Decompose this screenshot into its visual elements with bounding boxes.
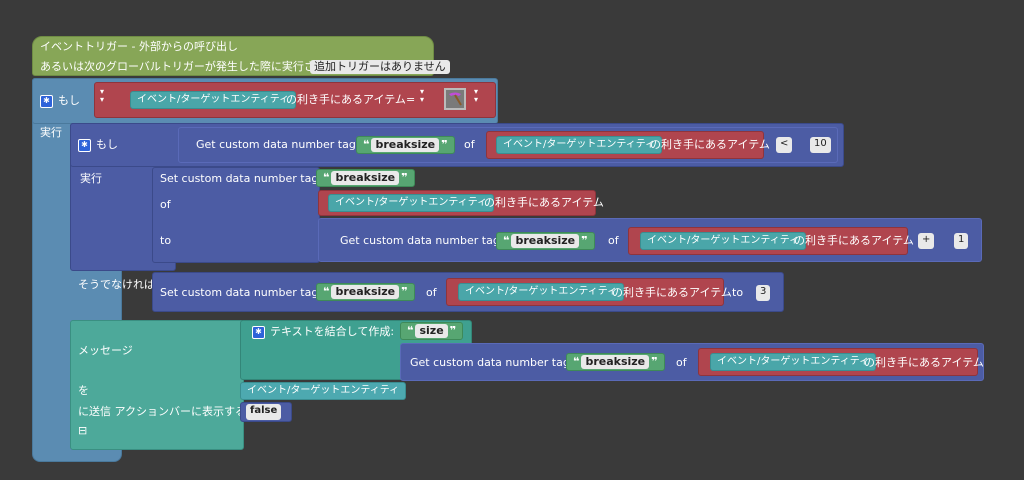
outer-cond-suffix: の利き手にあるアイテム [286,93,406,106]
tag-field[interactable]: breaksize [511,234,580,248]
outer-cond-entity[interactable]: イベント/ターゲットエンティティ [130,91,297,109]
inner-cond-of: of [464,138,475,151]
variable-icon: ▾▾ [420,87,425,104]
tag-field[interactable]: breaksize [371,138,440,152]
outer-if-gear-icon[interactable]: ✱ [40,95,53,108]
message-label: メッセージ [78,344,133,357]
inner-if-label: もし [96,138,118,151]
set-get-of: of [608,234,619,247]
set-suffix: の利き手にあるアイテム [484,196,604,209]
outer-if-label: もし [58,94,80,107]
set-block[interactable] [152,167,320,263]
set-get-entity[interactable]: イベント/ターゲットエンティティ [640,232,807,250]
item-slot[interactable] [444,88,466,110]
set-get-tag[interactable]: ❝breaksize❞ [496,232,595,250]
else-value[interactable]: 3 [756,285,771,301]
else-fn: Set custom data number tag [160,286,319,299]
message-to-label: を [78,384,89,397]
set-to: to [160,234,172,247]
set-get-fn: Get custom data number tag [340,234,500,247]
tag-field[interactable]: breaksize [331,285,400,299]
else-tag[interactable]: ❝breaksize❞ [316,283,415,301]
variable-icon: ▾▾ [474,87,479,104]
quote-open-icon: ❝ [573,355,580,368]
else-suffix: の利き手にあるアイテム [612,286,732,299]
set-tag[interactable]: ❝breaksize❞ [316,169,415,187]
join-gear-icon[interactable]: ✱ [252,326,265,339]
quote-open-icon: ❝ [407,324,414,337]
tag-field[interactable]: breaksize [581,355,650,369]
message-get-suffix: の利き手にあるアイテム [864,356,984,369]
quote-close-icon: ❞ [581,234,588,247]
set-op[interactable]: + [918,233,935,249]
message-get-of: of [676,356,687,369]
set-value[interactable]: 1 [954,233,969,249]
quote-close-icon: ❞ [651,355,658,368]
actionbar-value[interactable]: false [246,404,282,420]
inner-if-gear-icon[interactable]: ✱ [78,139,91,152]
set-get-suffix: の利き手にあるアイテム [794,234,914,247]
message-block[interactable] [70,320,244,450]
inner-cond-entity[interactable]: イベント/ターゲットエンティティ [496,136,663,154]
join-text1[interactable]: ❝size❞ [400,322,464,340]
quote-close-icon: ❞ [449,324,457,337]
quote-open-icon: ❝ [323,171,330,184]
trigger-title: イベントトリガー - 外部からの呼び出し [40,40,238,53]
join-label: テキストを結合して作成: [270,325,395,338]
else-entity[interactable]: イベント/ターゲットエンティティ [458,283,625,301]
inner-cond-value[interactable]: 10 [810,137,831,153]
outer-do-label: 実行 [40,126,62,139]
inner-else-label: そうでなければ [78,278,155,291]
message-get-tag[interactable]: ❝breaksize❞ [566,353,665,371]
else-to: to [732,286,744,299]
inner-cond-op[interactable]: < [776,137,793,153]
set-entity[interactable]: イベント/ターゲットエンティティ [328,194,495,212]
message-get-fn: Get custom data number tag [410,356,570,369]
inner-cond-fn: Get custom data number tag [196,138,356,151]
trigger-header-block[interactable] [32,36,434,76]
quote-close-icon: ❞ [401,285,408,298]
inner-cond-tag[interactable]: ❝breaksize❞ [356,136,455,154]
collapse-icon[interactable]: ⊟ [78,424,88,437]
message-target-entity[interactable]: イベント/ターゲットエンティティ [240,382,407,400]
trigger-alt-text: あるいは次のグローバルトリガーが発生した際に実行される: [40,60,341,73]
actionbar-label: に送信 アクションバーに表示する: [78,405,250,418]
message-get-entity[interactable]: イベント/ターゲットエンティティ [710,353,877,371]
outer-cond-op[interactable]: = [406,93,416,106]
quote-open-icon: ❝ [503,234,510,247]
quote-close-icon: ❞ [401,171,408,184]
pickaxe-icon [449,92,462,106]
add-trigger-dropdown[interactable]: 追加トリガーはありません [310,60,450,74]
quote-open-icon: ❝ [363,138,370,151]
inner-do-label: 実行 [80,172,102,185]
quote-close-icon: ❞ [441,138,448,151]
quote-open-icon: ❝ [323,285,330,298]
tag-field[interactable]: breaksize [331,171,400,185]
inner-cond-suffix: の利き手にあるアイテム [650,138,770,151]
variable-icon: ▾▾ [100,87,105,104]
else-of: of [426,286,437,299]
set-of: of [160,198,171,211]
text-field[interactable]: size [415,324,448,338]
set-fn: Set custom data number tag [160,172,319,185]
